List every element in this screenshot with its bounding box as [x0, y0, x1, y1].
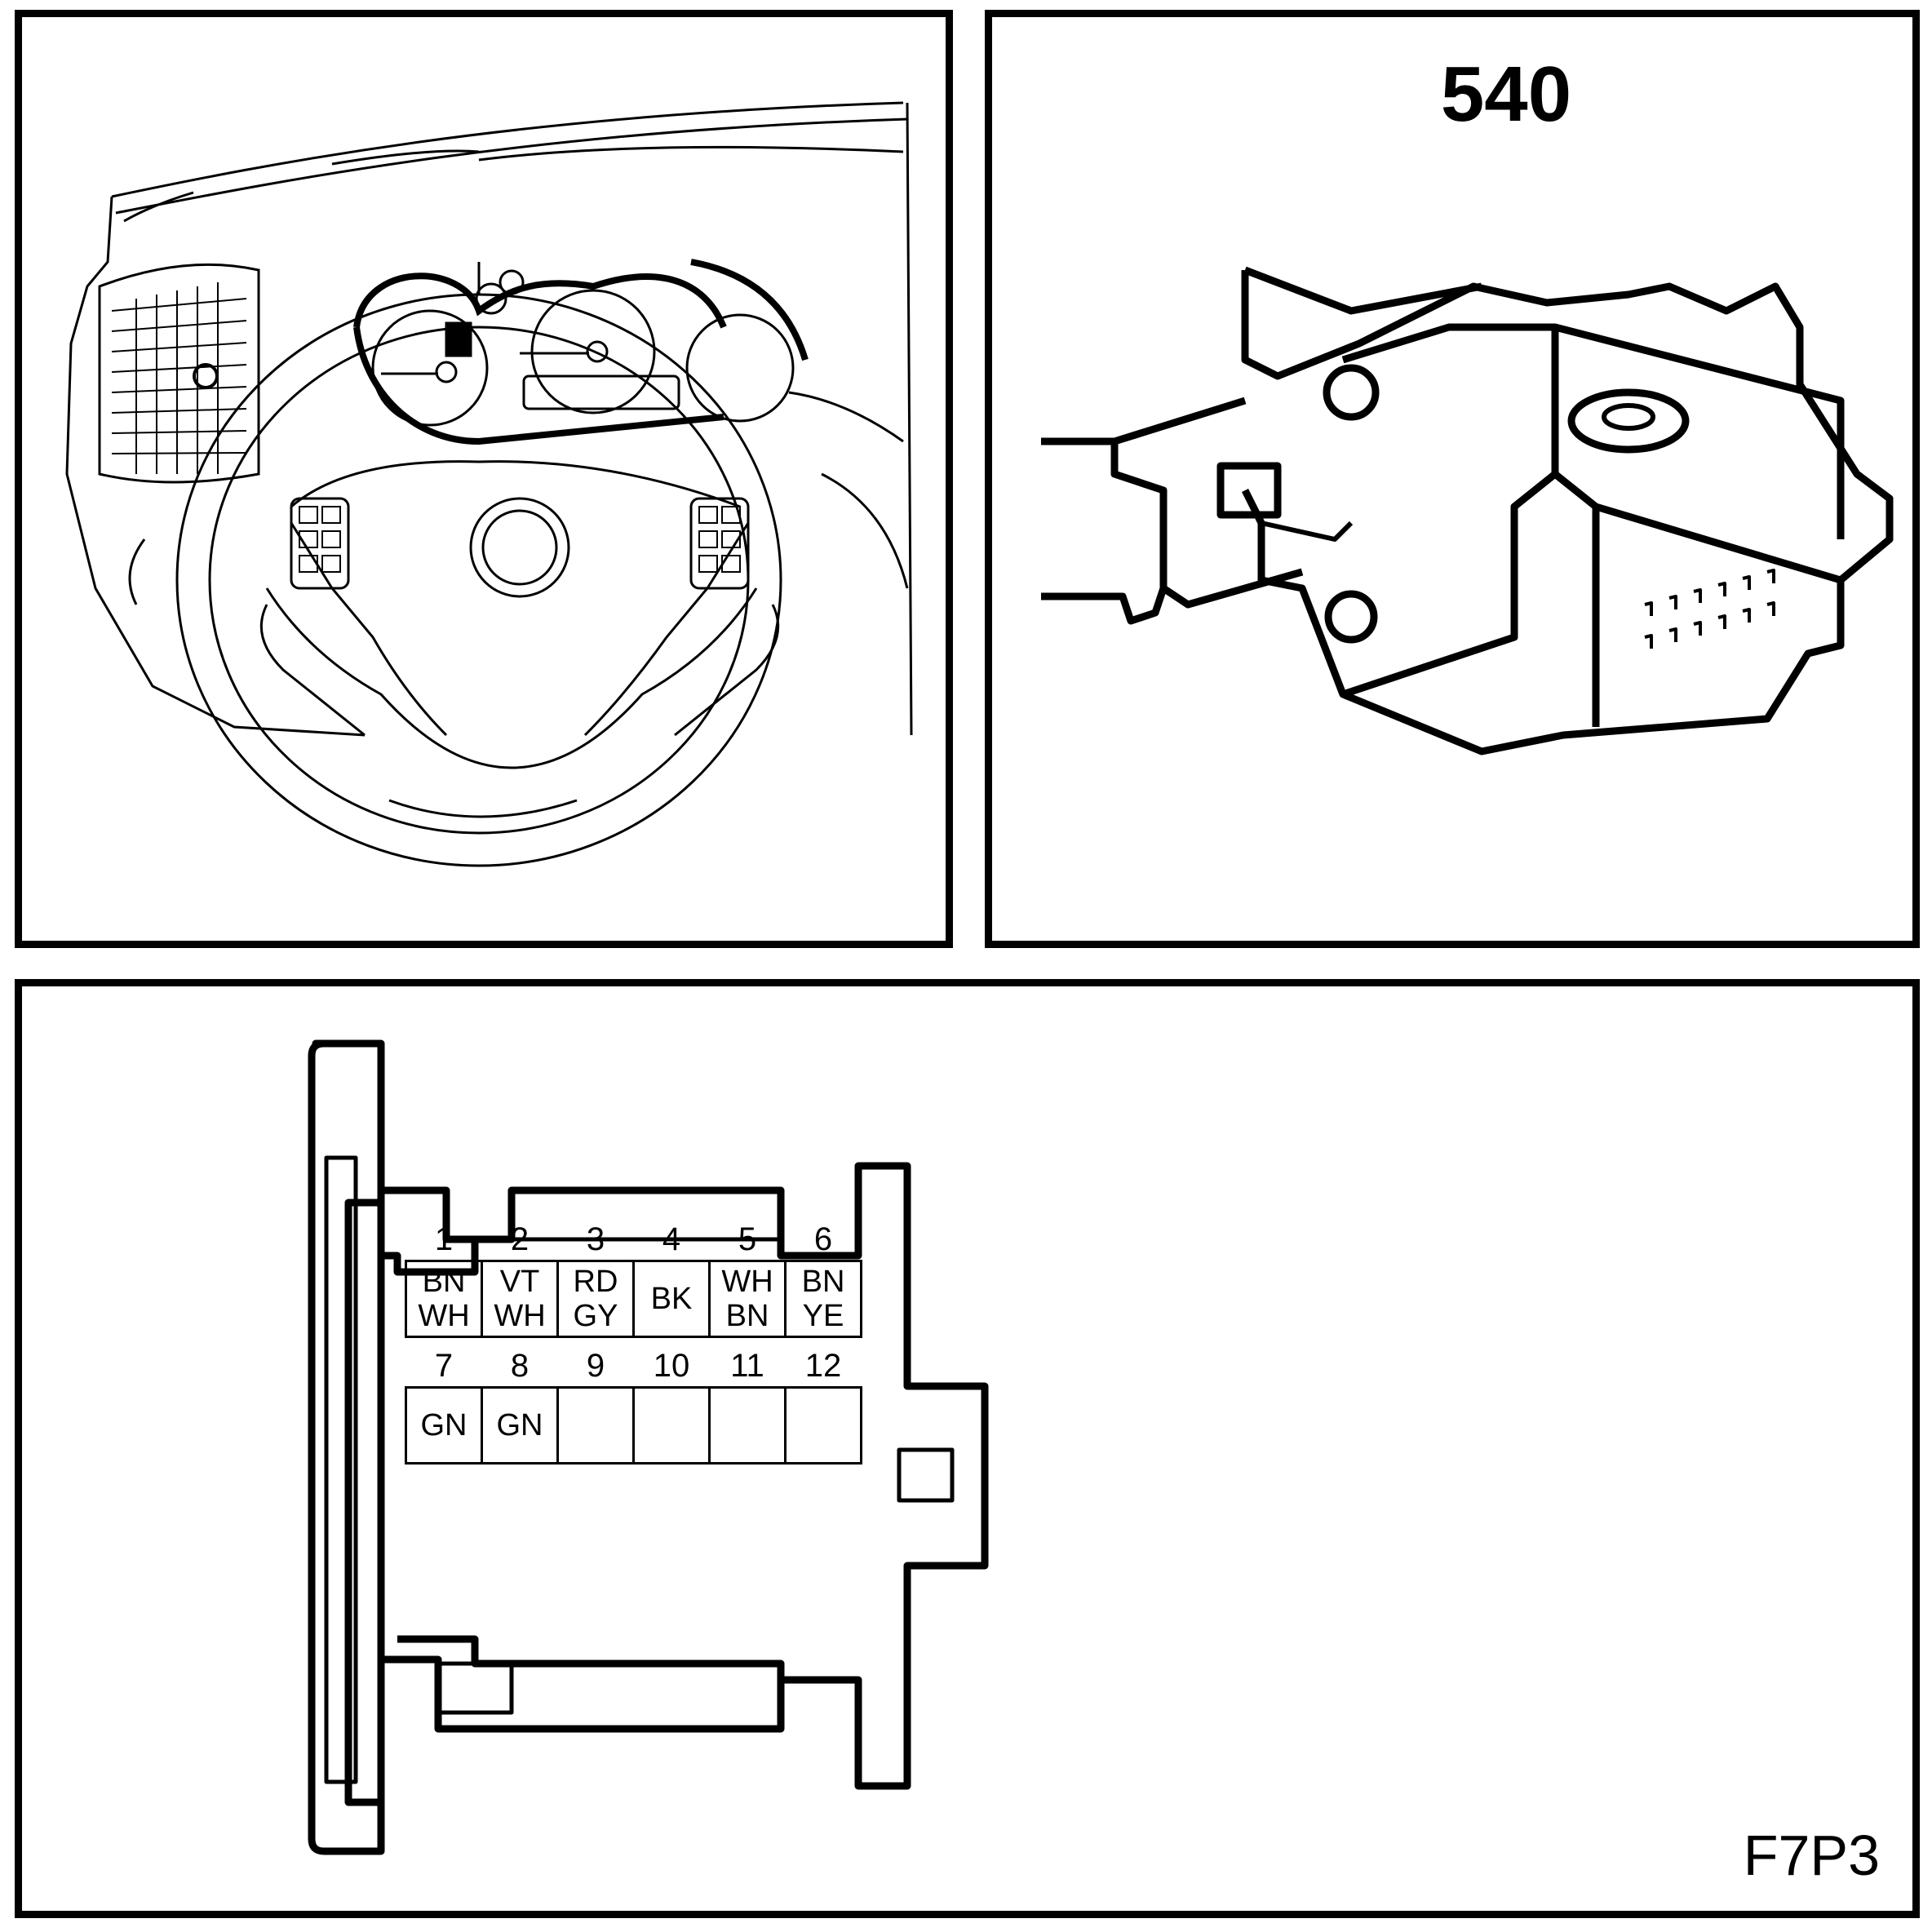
pin-cell: GN [405, 1386, 483, 1465]
pin-number: 6 [813, 1221, 833, 1257]
steering-wheel-dashboard-icon [65, 101, 913, 867]
pin-number: 1 [434, 1221, 454, 1257]
pin-number: 2 [510, 1221, 530, 1257]
pin-number: 12 [804, 1348, 842, 1384]
wire-color: BK [650, 1282, 693, 1316]
wire-color: GN [420, 1408, 467, 1442]
wire-color: WH [721, 1265, 773, 1299]
pin-number: 11 [730, 1348, 764, 1384]
pin-number: 8 [510, 1348, 530, 1384]
wire-color: GN [496, 1408, 543, 1442]
pin-cell-empty [708, 1386, 787, 1465]
pin-cell-empty [632, 1386, 711, 1465]
wire-stripe-color: BN [725, 1299, 769, 1333]
pin-number: 7 [434, 1348, 454, 1384]
location-panel [15, 10, 953, 948]
wire-color: RD [573, 1265, 618, 1299]
pin-number: 3 [586, 1221, 605, 1257]
connector-face-outline [308, 1039, 989, 1855]
wire-stripe-color: YE [802, 1299, 844, 1333]
pin-cell-empty [556, 1386, 635, 1465]
wire-color: VT [499, 1265, 540, 1299]
pin-number: 4 [662, 1221, 681, 1257]
pin-cell: GN [481, 1386, 559, 1465]
pin-number: 9 [586, 1348, 605, 1384]
pin-number: 5 [738, 1221, 757, 1257]
wire-color: BN [422, 1265, 466, 1299]
pin-number: 10 [653, 1348, 690, 1384]
figure-code: F7P3 [1743, 1823, 1880, 1887]
pin-cell-empty [784, 1386, 862, 1465]
connector-panel: 540 [985, 10, 1920, 948]
pin-cell: BK [632, 1260, 711, 1338]
wire-color: BN [801, 1265, 845, 1299]
connector-number: 540 [1440, 51, 1572, 138]
wire-stripe-color: GY [573, 1299, 618, 1333]
connector-housing-icon [1041, 266, 1894, 756]
wire-stripe-color: WH [494, 1299, 546, 1333]
wire-stripe-color: WH [418, 1299, 470, 1333]
